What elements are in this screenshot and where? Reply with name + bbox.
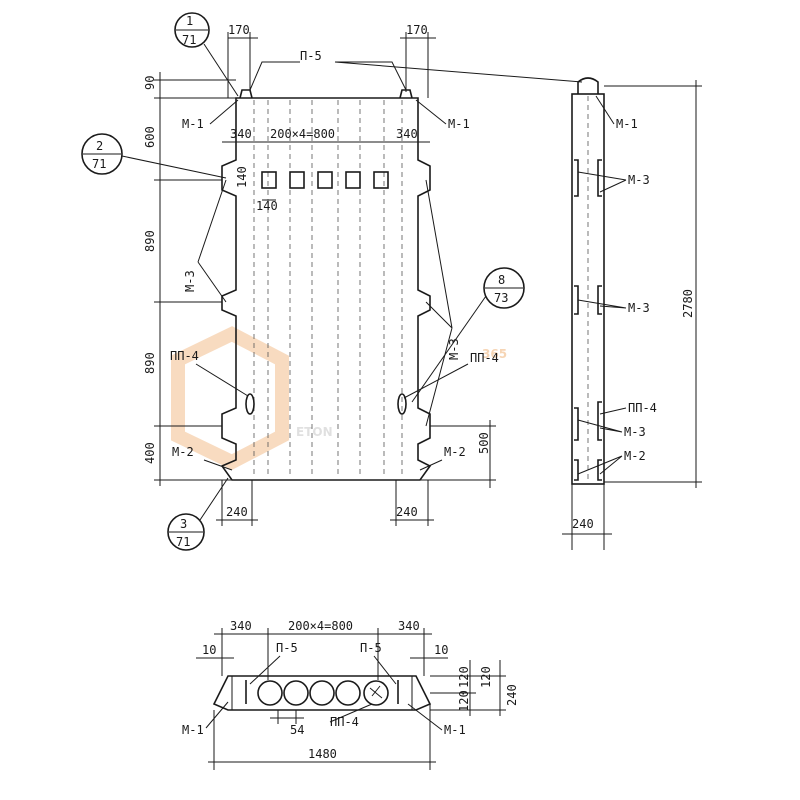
plan-dim-120-b: 120 [479, 666, 493, 688]
opening [345, 171, 361, 189]
plan-label-p5-right: П-5 [360, 641, 382, 655]
plan-void [257, 680, 283, 706]
opening [261, 171, 277, 189]
dim-600: 600 [143, 126, 157, 148]
svg-text:8: 8 [498, 273, 505, 287]
watermark: ETON 365 [171, 326, 507, 470]
svg-text:73: 73 [494, 291, 508, 305]
opening [317, 171, 333, 189]
plan-label-pp4: ПП-4 [330, 715, 359, 729]
plan-dim-120-c: 120 [457, 690, 471, 712]
plan-label-m1-left: М-1 [182, 723, 204, 737]
svg-text:71: 71 [176, 535, 190, 549]
callout-3: 3 71 [167, 477, 229, 551]
label-pp4-right: ПП-4 [470, 351, 499, 365]
side-dim-2780: 2780 [681, 289, 695, 318]
plan-void [363, 680, 389, 706]
dim-340-right: 340 [396, 127, 418, 141]
side-label-m3-b: М-3 [628, 301, 650, 315]
plan-dim-openings: 200×4=800 [288, 619, 353, 633]
plan-void [335, 680, 361, 706]
dim-890-top: 890 [143, 230, 157, 252]
plan-void [283, 680, 309, 706]
plan-dim-10-left: 10 [202, 643, 216, 657]
plan-dim-1480: 1480 [308, 747, 337, 761]
front-panel-outline [220, 97, 432, 481]
callout-1: 1 71 [174, 12, 239, 97]
plan-dim-340-right: 340 [398, 619, 420, 633]
label-pp4-left: ПП-4 [170, 349, 199, 363]
dim-240-right: 240 [396, 505, 418, 519]
dim-340-left: 340 [230, 127, 252, 141]
dim-140-b: 140 [256, 199, 278, 213]
label-m1-left: М-1 [182, 117, 204, 131]
label-p5: П-5 [300, 49, 322, 63]
dim-90: 90 [143, 76, 157, 90]
plan-dim-10-right: 10 [434, 643, 448, 657]
label-m1-right: М-1 [448, 117, 470, 131]
plan-dim-340-left: 340 [230, 619, 252, 633]
label-m2-left: М-2 [172, 445, 194, 459]
side-label-m3-a: М-3 [628, 173, 650, 187]
svg-text:71: 71 [182, 33, 196, 47]
callout-8: 8 73 [411, 267, 525, 403]
plan-dim-240: 240 [505, 684, 519, 706]
plan-view: 340 200×4=800 340 10 10 П-5 П-5 120 120 … [182, 619, 519, 770]
front-view: 170 170 П-5 90 600 890 890 400 340 200×4… [81, 12, 583, 551]
dim-170-left: 170 [228, 23, 250, 37]
opening [289, 171, 305, 189]
plan-dim-120-a: 120 [457, 666, 471, 688]
side-panel-outline [571, 93, 605, 485]
svg-text:71: 71 [92, 157, 106, 171]
label-m3-right: М-3 [447, 338, 461, 360]
watermark-brand: ETON [296, 425, 333, 439]
dim-890-mid: 890 [143, 352, 157, 374]
dim-170-right: 170 [406, 23, 428, 37]
plan-void [309, 680, 335, 706]
svg-text:2: 2 [96, 139, 103, 153]
side-dim-240: 240 [572, 517, 594, 531]
dim-140-a: 140 [235, 166, 249, 188]
side-view: М-1 М-3 М-3 ПП-4 М-3 М-2 2780 240 [562, 77, 702, 550]
svg-text:3: 3 [180, 517, 187, 531]
dim-openings: 200×4=800 [270, 127, 335, 141]
svg-text:1: 1 [186, 14, 193, 28]
side-label-pp4: ПП-4 [628, 401, 657, 415]
label-m3-left: М-3 [183, 270, 197, 292]
opening [373, 171, 389, 189]
dim-240-left: 240 [226, 505, 248, 519]
side-label-m1: М-1 [616, 117, 638, 131]
side-label-m2: М-2 [624, 449, 646, 463]
side-label-m3-c: М-3 [624, 425, 646, 439]
plan-label-m1-right: М-1 [444, 723, 466, 737]
dim-400: 400 [143, 442, 157, 464]
label-m2-right: М-2 [444, 445, 466, 459]
watermark-number: 365 [482, 347, 507, 361]
callout-2: 2 71 [81, 133, 227, 179]
plan-dim-54: 54 [290, 723, 304, 737]
plan-label-p5-left: П-5 [276, 641, 298, 655]
dim-500: 500 [477, 432, 491, 454]
